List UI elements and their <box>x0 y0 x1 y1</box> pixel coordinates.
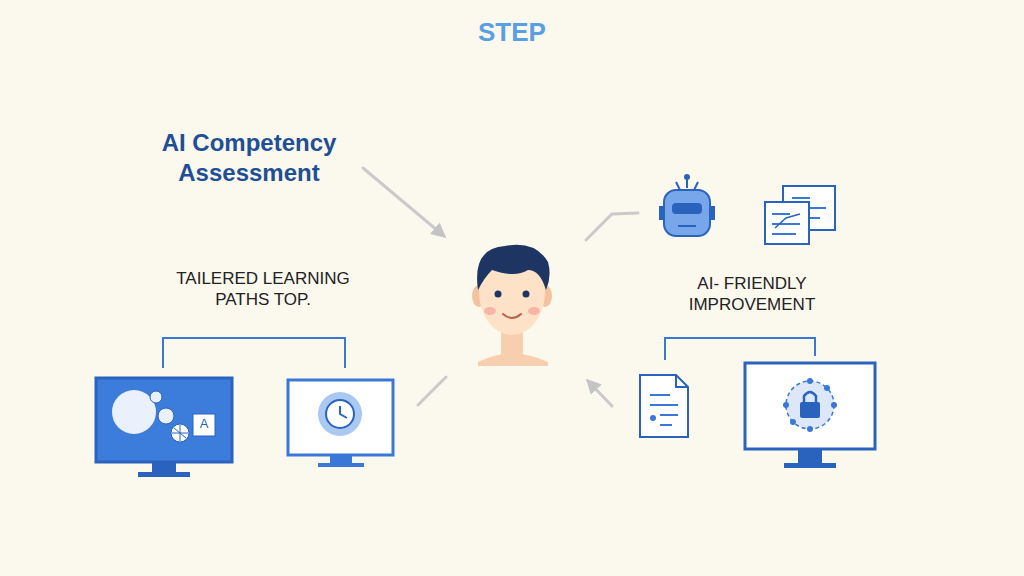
diagram-title: STEP <box>412 16 612 49</box>
document-icon <box>640 375 688 437</box>
person-figure <box>472 245 552 366</box>
document-icon <box>765 186 835 244</box>
brackets <box>163 338 815 368</box>
step-label: AI- FRIENDLY IMPROVEMENT <box>662 273 842 316</box>
robot-icon <box>659 174 715 236</box>
step-label: TAILERED LEARNING PATHS TOP. <box>152 268 374 311</box>
monitor-icon <box>745 363 875 468</box>
step-label: AI Competency Assessment <box>138 128 360 188</box>
monitor-icon <box>288 380 393 467</box>
leader-lines <box>363 168 638 406</box>
monitor-icon <box>96 378 232 477</box>
icon-letter: A <box>194 416 214 432</box>
